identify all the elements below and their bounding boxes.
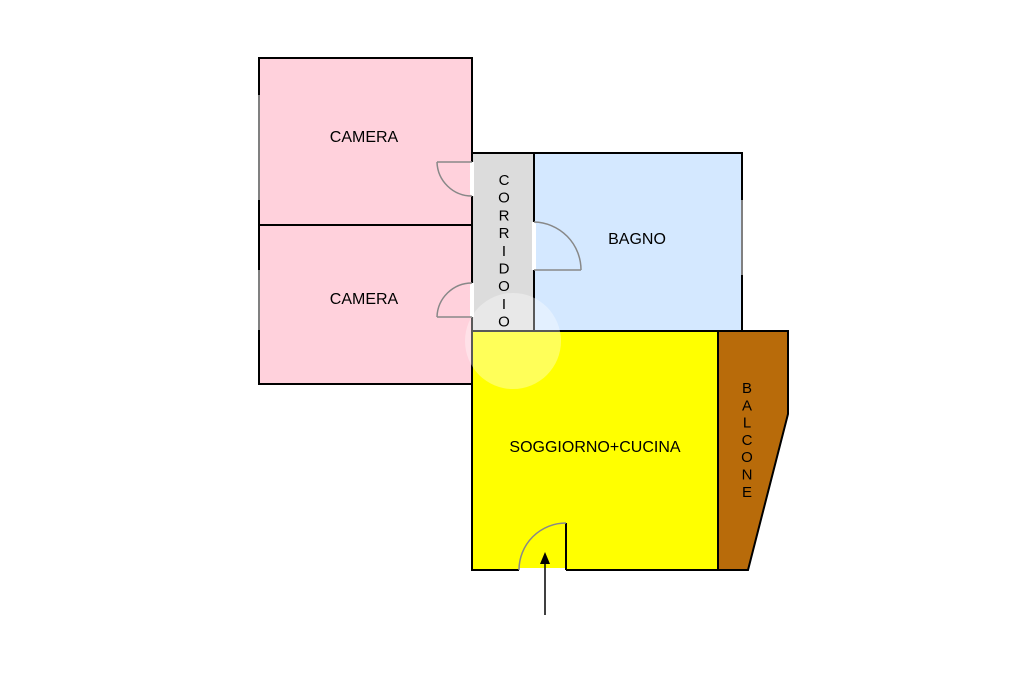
room-corridoio [471,152,535,332]
label-camera-top: CAMERA [330,129,399,146]
label-soggiorno: SOGGIORNO+CUCINA [509,439,680,456]
room-camera-bottom [258,224,473,385]
room-balcone [717,330,789,571]
junction-highlight [465,293,561,389]
door-camera-bottom [436,282,474,318]
label-camera-bottom: CAMERA [330,291,399,308]
label-bagno: BAGNO [608,231,666,248]
door-entrance [518,522,567,572]
entrance-arrow-icon [540,552,550,615]
room-camera-top [258,57,473,226]
room-soggiorno [471,330,719,571]
door-camera-top [436,161,474,197]
door-bagno [532,221,582,271]
